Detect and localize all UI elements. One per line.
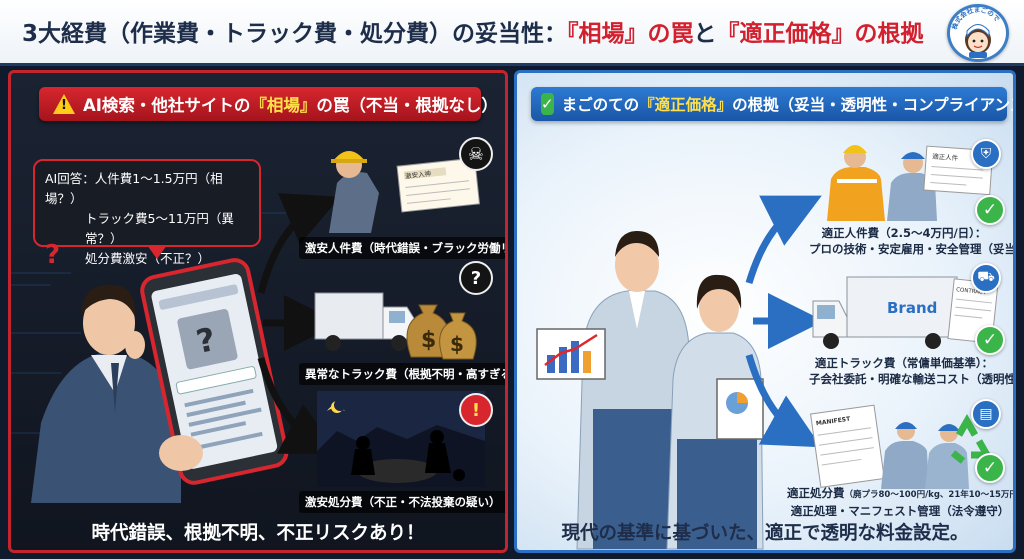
fair-labor-label: 適正人件費（2.5〜4万円/日）： プロの技術・安定雇用・安全管理（妥当） [809, 225, 1016, 257]
money-bag-symbol-1: $ [421, 328, 436, 353]
staff-duo-illustration [536, 231, 764, 550]
right-footer-message: 現代の基準に基づいた、適正で透明な料金設定。 [561, 523, 969, 544]
manifest-recycle-illustration: MANIFEST [810, 404, 994, 489]
fair-disposal-title: 適正処分費 [787, 486, 845, 500]
right-banner-suffix: の根拠（妥当・透明性・コンプライアンス） [732, 96, 1016, 114]
fair-labor-detail: プロの技術・安定雇用・安全管理（妥当） [809, 242, 1016, 256]
truck-brand-text: Brand [887, 299, 937, 317]
man-with-phone-illustration: ? ? [31, 240, 289, 503]
title-highlight-fair-price: 『適正価格』の根拠 [716, 21, 924, 47]
left-panel-market-trap: ! AI検索・他社サイトの『相場』の罠（不当・根拠なし） AI回答：人件費1〜1… [8, 70, 508, 553]
ai-answer-bubble: AI回答：人件費1〜1.5万円（相場？） トラック費5〜11万円（異常？） 処分… [33, 159, 261, 266]
left-banner-prefix: AI検索・他社サイトの [83, 96, 251, 115]
fair-truck-title: 適正トラック費（常傭単価基準）： [814, 356, 994, 370]
cheap-disposal-label: 激安処分費（不正・不法投棄の疑い） [299, 491, 505, 513]
truck-icon: ⛟ [971, 263, 1001, 293]
fair-disposal-label: 適正処分費（廃プラ80〜100円/kg、21年10〜15万円） 適正処理・マニフ… [787, 485, 1013, 519]
shield-icon: ⛨ [971, 139, 1001, 169]
cheap-labor-label: 激安人件費（時代錯誤・ブラック労働リスク） [299, 237, 505, 259]
brand-truck-illustration: Brand CONTRACT [812, 276, 999, 349]
manifest-doc-text: MANIFEST [816, 416, 852, 428]
fair-labor-title: 適正人件費（2.5〜4万円/日）： [821, 226, 987, 240]
title-highlight-market: 『相場』の罠 [567, 21, 694, 47]
checkmark-icon-3: ✓ [975, 453, 1005, 483]
title-connector: と [693, 21, 717, 47]
header: 3大経費（作業費・トラック費・処分費）の妥当性：『相場』の罠と『適正価格』の根拠… [0, 0, 1024, 66]
left-arrows [257, 193, 341, 455]
money-bag-symbol-2: $ [450, 332, 464, 356]
fair-disposal-price-detail: （廃プラ80〜100円/kg、21年10〜15万円） [844, 490, 1016, 500]
warning-icon: ! [459, 393, 493, 427]
ai-answer-line-truck: トラック費5〜11万円（異常？） [85, 211, 234, 246]
contract-doc-text: CONTRACT [956, 287, 987, 296]
fair-disposal-detail: 適正処理・マニフェスト管理（法令遵守） [790, 504, 1010, 518]
check-icon: ✓ [541, 93, 554, 115]
left-footer-message: 時代錯誤、根拠不明、不正リスクあり！ [91, 523, 425, 544]
mascot-icon: 株式会社まごので [950, 5, 1001, 58]
right-banner: ✓ まごのての『適正価格』の根拠（妥当・透明性・コンプライアンス） [531, 87, 1013, 121]
fair-truck-detail: 子会社委託・明確な輸送コスト（透明性） [809, 372, 1016, 386]
professional-workers-illustration: 適正人件 [827, 145, 994, 221]
left-banner-suffix: の罠（不当・根拠なし） [316, 96, 498, 115]
warning-triangle-icon: ! [53, 94, 75, 114]
cheap-labor-doc-text: 激安入神 [405, 169, 432, 181]
checkmark-icon-1: ✓ [975, 195, 1005, 225]
document-icon: ▤ [971, 399, 1001, 429]
right-banner-highlight: 『適正価格』 [639, 96, 733, 114]
page-title: 3大経費（作業費・トラック費・処分費）の妥当性：『相場』の罠と『適正価格』の根拠 [22, 14, 924, 48]
title-prefix: 3大経費（作業費・トラック費・処分費）の妥当性： [22, 21, 568, 47]
right-arrows [745, 195, 824, 448]
left-banner-highlight: 『相場』 [250, 96, 317, 115]
company-logo: 株式会社まごので [947, 4, 1009, 62]
right-banner-prefix: まごのての [561, 96, 640, 114]
tired-worker-illustration: 激安入神 [329, 151, 481, 233]
fair-truck-label: 適正トラック費（常傭単価基準）： 子会社委託・明確な輸送コスト（透明性） [809, 355, 1016, 387]
truck-and-money-illustration: $ $ [314, 292, 477, 360]
question-mark-icon: ? [45, 240, 60, 270]
left-banner: ! AI検索・他社サイトの『相場』の罠（不当・根拠なし） [39, 87, 498, 121]
right-panel-fair-price: ✓ まごのての『適正価格』の根拠（妥当・透明性・コンプライアンス） [514, 70, 1016, 553]
fair-labor-doc-text: 適正人件 [932, 152, 959, 163]
illegal-dumping-illustration [317, 391, 485, 487]
question-icon: ? [459, 261, 493, 295]
ai-answer-line-labor: AI回答：人件費1〜1.5万円（相場？） [45, 171, 223, 206]
abnormal-truck-label: 異常なトラック費（根拠不明・高すぎる） [299, 363, 505, 385]
checkmark-icon-2: ✓ [975, 325, 1005, 355]
skull-icon: ☠ [459, 137, 493, 171]
